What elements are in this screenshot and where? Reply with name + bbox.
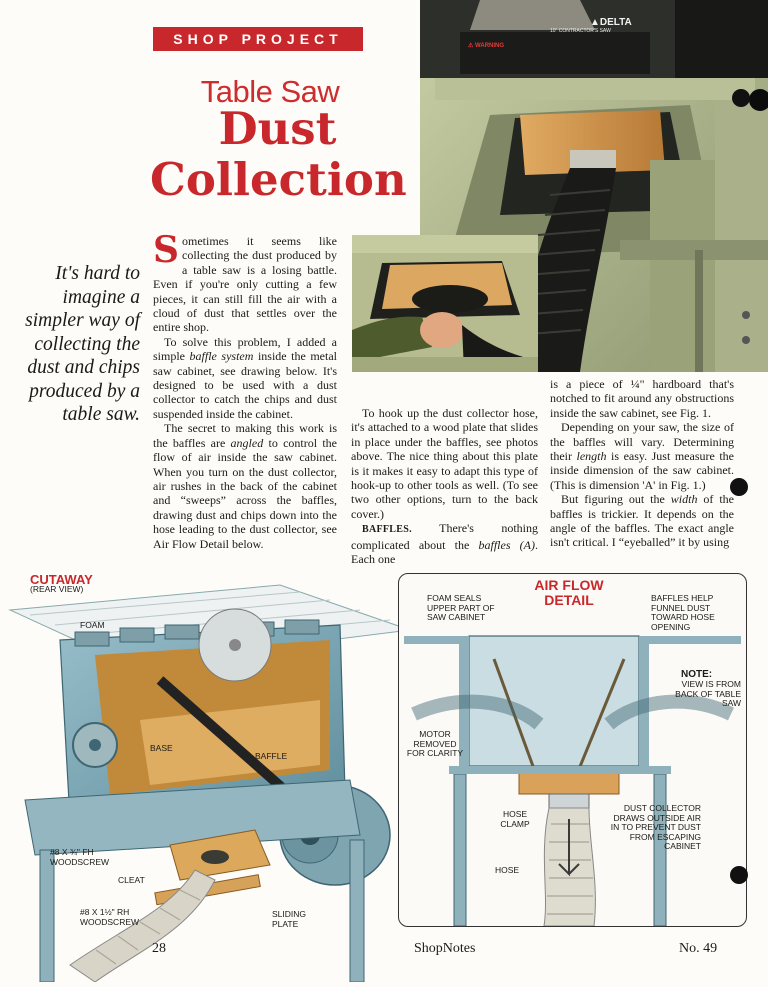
airflow-detail: AIR FLOW DETAIL FOAM SEALS UPPER PART OF…	[398, 573, 747, 927]
airflow-title: AIR FLOW DETAIL	[534, 577, 604, 608]
runin-baffles: BAFFLES.	[362, 524, 412, 536]
margin-dot-middle	[730, 478, 748, 496]
col3-para-1: is a piece of ¼" hardboard that's notche…	[550, 377, 734, 420]
label-baffle: BAFFLE	[255, 751, 288, 761]
photo-warning-label: ⚠ WARNING	[468, 43, 505, 49]
col3-para-2-em: length	[576, 449, 607, 464]
label-cleat: CLEAT	[118, 875, 145, 885]
col2-para-1: To hook up the dust collector hose, it's…	[351, 406, 538, 521]
photo-model-label: 10" CONTRACTOR'S SAW	[550, 28, 611, 34]
label-hose: HOSE	[495, 865, 520, 875]
body-column-2: To hook up the dust collector hose, it's…	[351, 406, 538, 566]
col1-para-2a: To solve this problem, I added a simple	[153, 334, 337, 364]
label-hose-clamp: HOSE CLAMP	[500, 809, 530, 829]
col1-para-3-em: angled	[230, 435, 264, 450]
label-foam-seals: FOAM SEALS UPPER PART OF SAW CABINET	[427, 593, 495, 622]
col1-para-1: ometimes it seems like collecting the du…	[153, 234, 337, 335]
label-note-head: NOTE:	[681, 669, 713, 680]
col2-para-2b: . Each one	[351, 537, 538, 567]
label-base: BASE	[150, 743, 173, 753]
cutaway-illustration: CUTAWAY (REAR VIEW) FOAM BASE BAFFLE #8 …	[0, 570, 415, 983]
photo-installing-plate	[352, 235, 538, 372]
issue-number: No. 49	[679, 941, 718, 956]
col1-para-3a: The secret to making this work is the ba…	[153, 421, 337, 450]
cutaway-subtitle: (REAR VIEW)	[30, 584, 84, 594]
margin-dot-bottom	[730, 866, 748, 884]
col3-para-2a: Depending on your saw, the size of the b…	[550, 420, 734, 464]
col2-para-2-em: baffles (A)	[478, 537, 536, 552]
col3-para-2b: is easy. Just measure the inside dimensi…	[550, 449, 734, 492]
label-foam: FOAM	[80, 620, 105, 630]
page-number: 28	[152, 941, 166, 956]
col3-para-3-em: width	[670, 492, 698, 507]
label-motor-removed: MOTOR REMOVED FOR CLARITY	[406, 729, 464, 758]
photo-brand-label: ▲DELTA	[590, 17, 632, 28]
section-banner: SHOP PROJECT	[153, 27, 363, 51]
label-fh-screw: #8 x ¾" Fh WOODSCREW	[50, 847, 110, 867]
cutaway-title: CUTAWAY	[30, 572, 93, 587]
body-column-3: is a piece of ¼" hardboard that's notche…	[550, 377, 734, 550]
label-collector: DUST COLLECTOR DRAWS OUTSIDE AIR IN TO P…	[610, 803, 701, 851]
col3-para-3a: But figuring out the	[561, 492, 671, 507]
magazine-name: ShopNotes	[414, 941, 476, 956]
label-rh-screw: #8 x 1½" Rh WOODSCREW	[80, 907, 140, 927]
margin-dot-top	[732, 89, 750, 107]
label-note-body: VIEW IS FROM BACK OF TABLE SAW	[675, 679, 741, 708]
col3-para-3b: of the baffles is trickier. It depends o…	[550, 492, 734, 550]
title-line-3: Collection	[150, 153, 407, 206]
col2-para-2a: There's nothing complicated about the	[351, 521, 538, 552]
col1-para-2-em: baffle system	[189, 349, 254, 364]
col1-para-3b: to control the flow of air inside the sa…	[153, 435, 337, 551]
label-sliding-plate: SLIDING PLATE	[272, 909, 307, 929]
title-line-1: Table Saw	[200, 74, 340, 109]
drop-cap: S	[153, 229, 179, 271]
label-baffles-help: BAFFLES HELP FUNNEL DUST TOWARD HOSE OPE…	[651, 593, 715, 632]
photo-saw-cabinet: ▲DELTA 10" CONTRACTOR'S SAW ⚠ WARNING	[420, 0, 768, 372]
pull-quote: It's hard to imagine a simpler way of co…	[25, 263, 140, 425]
col1-para-2b: inside the metal saw cabinet, see drawin…	[153, 349, 337, 421]
title-line-2: Dust	[218, 102, 337, 155]
